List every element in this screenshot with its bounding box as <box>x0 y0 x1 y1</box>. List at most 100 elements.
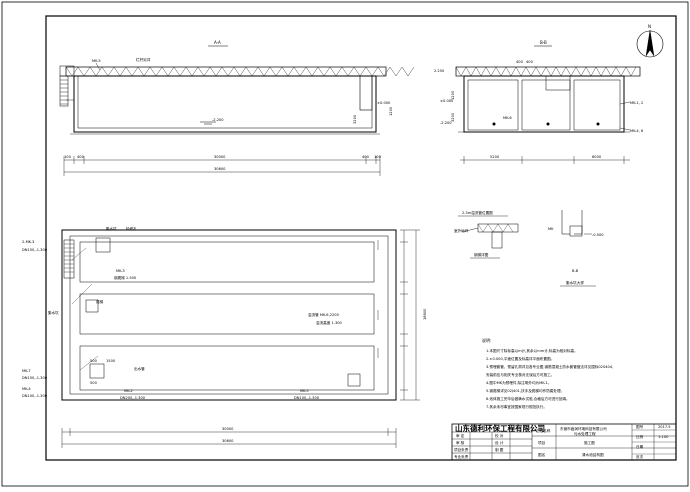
detail-second-caption: 集水坑大样 <box>566 280 584 285</box>
field-3: 日期 <box>636 444 644 449</box>
plan-mk4: MK-4 <box>22 387 31 391</box>
stage-label: 施工图 <box>584 440 595 445</box>
plan-ladder: 爬梯 <box>96 299 104 304</box>
plan-ladder-note: 钢爬梯 1.500 <box>114 275 137 280</box>
plan-dn150: DN150,-1.300 <box>22 248 48 252</box>
detail-pipe-note: 室外地坪 <box>454 228 469 233</box>
b-elev-bottom: -2.200 <box>440 121 452 125</box>
detail-caption: 钢梯详图 <box>474 252 489 257</box>
plan-box3: 500 <box>90 381 98 385</box>
a-mk5: MK-5 <box>92 59 101 63</box>
plan-mk5: MK-5 <box>300 389 309 393</box>
plan-dn100: DN100,-1.300 <box>22 394 48 398</box>
role2-1: 校 对 <box>495 433 504 438</box>
role-1: 审 定 <box>456 433 465 438</box>
role-4: 专业负责 <box>454 454 469 459</box>
plan-mk7: MK-7 <box>22 369 31 373</box>
section-b-title: B-B <box>540 40 547 45</box>
plan-box1: 500 <box>90 359 98 363</box>
a-span-right: 1200 <box>389 106 393 116</box>
note-line-2: 2.±0.000,平面位置及标高详平面布置图。 <box>486 356 554 361</box>
b-top-dim1: 400 <box>516 60 524 64</box>
detail-views: 2.3m溢流管位置图 室外地坪 钢梯详图 -0.500 MK B-B 集水坑大样 <box>454 210 604 287</box>
project-name: 污水处理工程 <box>574 431 596 436</box>
detail-level: -0.500 <box>592 233 604 237</box>
a-roof-slab <box>65 66 387 77</box>
note-line-6: 5.钢爬梯详见02J401,扶手及爬梯均作防腐处理。 <box>486 388 564 393</box>
plan-outer-wall <box>61 229 397 401</box>
a-elev-bottom: -2.200 <box>212 118 224 122</box>
note-line-7: 6.池体施工完毕后做满水试验,合格后方可进行回填。 <box>486 396 570 401</box>
b-h1200: 1200 <box>451 90 455 100</box>
field-2: 比例 <box>636 434 644 439</box>
date-value: 2017.5 <box>658 425 671 429</box>
role2-3: 制 图 <box>495 447 504 452</box>
plan-bottom-dim2: 30600 <box>222 439 234 443</box>
note-line-8: 7.其余未尽事宜按国家现行规范执行。 <box>486 404 547 409</box>
plan-dn100b: DN100,-1.300 <box>294 396 320 400</box>
note-line-4: 安装前应与相关专业核对无误后方可施工。 <box>486 372 554 377</box>
inner-frame <box>45 15 677 461</box>
plan-mk3: MK-3 <box>116 269 125 273</box>
a-tank-wall <box>73 75 377 133</box>
plan-overflow-note: 溢流高度 1.300 <box>316 320 343 325</box>
a-dim-400a: 400 <box>77 155 85 159</box>
note-line-1: 1.本图尺寸除标高以m计,其余以mm计,标高为相对标高。 <box>486 348 578 353</box>
a-depth: 3200 <box>353 114 357 124</box>
field-1: 图号 <box>636 424 644 429</box>
note-line-3: 3.预埋套管、预留孔洞详见各专业图,钢筋混凝土防水套管做法详见国标02S404, <box>486 364 613 369</box>
a-dim-30600: 30600 <box>214 167 226 171</box>
role2-2: 设 计 <box>495 440 504 445</box>
plan-side-mk: 2-MK-3 <box>22 240 34 244</box>
a-elev-top: ±0.000 <box>377 101 391 105</box>
b-elev-top: 2.250 <box>434 69 445 73</box>
north-arrow: N <box>636 24 664 58</box>
b-tank-wall <box>463 75 625 133</box>
section-a-title: A-A <box>214 40 221 45</box>
plan-box2: 1500 <box>106 359 116 363</box>
plan-stair: 集水坑 <box>48 310 59 315</box>
section-a-a: A-A -2.200 MK-5 栏杆另详 ±0.000 1200 3200 10… <box>59 40 415 176</box>
drawing-type: 工程名称 <box>536 428 551 433</box>
scale-value: 1:100 <box>658 435 669 439</box>
drawing-word: 图名 <box>538 452 546 457</box>
notes-heading: 说明: <box>482 337 491 343</box>
detail-second-title: B-B <box>572 269 579 273</box>
drawing-name: 清水池结构图 <box>582 452 604 457</box>
a-dim-30000: 30000 <box>214 155 226 159</box>
plan-bottom-dim1: 30000 <box>222 427 234 431</box>
note-line-5: 4.图中MK为预埋件,除注明外均为MK-1。 <box>486 380 551 385</box>
plan-dn200: DN200,-1.300 <box>120 396 146 400</box>
plan-view: 集水坑 检修孔 MK-3 钢爬梯 1.500 2-MK-3 DN150,-1.3… <box>22 226 427 448</box>
b-top-dim2: 400 <box>526 60 534 64</box>
a-dim-100b: 100 <box>374 155 382 159</box>
b-mk1: MK-1, 2 <box>630 101 643 105</box>
project-word: 项目 <box>538 440 545 445</box>
b-dim-5200: 5200 <box>490 155 500 159</box>
detail-title: 2.3m溢流管位置图 <box>462 210 493 215</box>
plan-overflow-title: 溢流管 MK-6,2200 <box>308 312 340 317</box>
b-dim-6000: 6000 <box>592 155 602 159</box>
plan-drain: 出水管 <box>134 366 145 371</box>
b-elev-zero: ±0.000 <box>440 99 454 103</box>
a-dim-100a: 100 <box>64 155 72 159</box>
north-label: N <box>648 24 651 29</box>
b-depth: 3200 <box>451 112 455 122</box>
client-name: 东营市鑫润环境科技有限公司 <box>560 426 607 431</box>
plan-pump: 集水坑 <box>106 226 117 231</box>
role-2: 审 核 <box>456 440 465 445</box>
role-3: 项目负责 <box>454 447 469 452</box>
a-dim-400b: 400 <box>362 155 370 159</box>
plan-hatch: 检修孔 <box>126 226 137 231</box>
b-mk6: MK-6 <box>503 116 512 120</box>
plan-right-dim: 18600 <box>423 308 427 320</box>
b-mk4: MK-4, 6 <box>630 129 644 133</box>
plan-mk2: MK-2 <box>124 389 133 393</box>
field-4: 页次 <box>636 454 644 459</box>
general-notes: 说明: 1.本图尺寸除标高以m计,其余以mm计,标高为相对标高。 2.±0.00… <box>482 337 613 409</box>
detail-mk: MK <box>548 227 554 231</box>
a-rail-note: 栏杆另详 <box>136 57 151 62</box>
